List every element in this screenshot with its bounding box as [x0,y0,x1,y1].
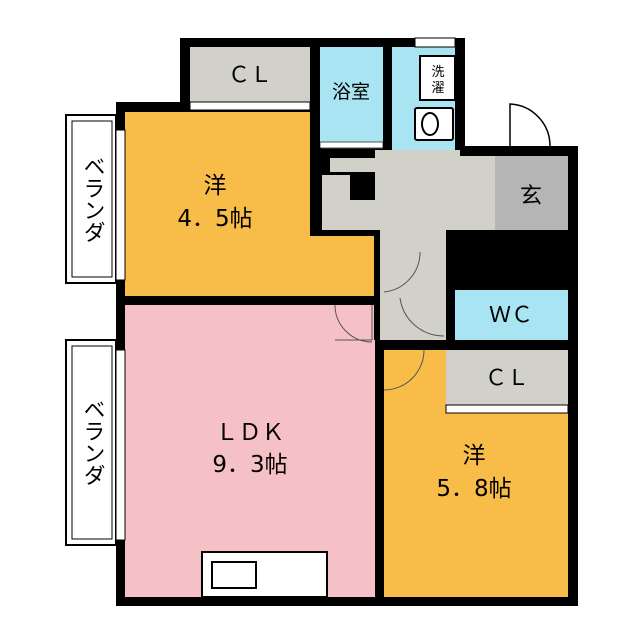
corridor-shade [330,158,375,172]
washbasin-bowl [421,112,439,136]
wall [383,47,392,150]
ldk-door-arc [334,304,373,343]
ldk-size: 9．3帖 [212,452,287,478]
window [115,349,126,541]
ldk-door-swing [335,305,373,341]
ldk-name: ＬＤＫ [216,420,285,446]
western-small-room [125,112,310,296]
closet-top-label: ＣＬ [228,63,272,88]
wc-room [455,290,568,340]
laundry-label-2: 濯 [431,81,444,96]
ldk-room [125,305,375,597]
western-small-name: 洋 [204,173,227,199]
wall [375,340,384,597]
wall [446,230,568,290]
veranda-bottom [65,339,117,546]
laundry-label-1: 洗 [431,65,444,80]
kitchen-sink [211,561,257,589]
wall [374,236,380,340]
closet-right-room-top [446,350,568,405]
wall [310,148,322,236]
wall [384,340,568,350]
corridor [322,150,495,340]
window [414,37,456,48]
entrance-door-swing [509,103,551,147]
veranda-bottom-label: ベランダ [80,398,105,486]
veranda-bottom-inner [71,345,113,540]
western-small-size: 4．5帖 [177,206,252,232]
closet-door-bar [445,404,569,414]
window [115,129,126,281]
bath-label: 浴室 [332,81,370,103]
corridor-door-arc [383,251,421,293]
western-small-room-ext [310,236,374,296]
wall [310,47,320,148]
veranda-top-label: ベランダ [80,155,105,243]
closet-right-label: ＣＬ [485,366,529,391]
closet-top-room [190,47,310,102]
bedroom-door-arc [383,349,425,391]
entrance-label: 玄 [520,184,542,209]
wc-label: ＷＣ [489,303,533,328]
closet-door-bar [189,101,311,111]
veranda-top-inner [71,120,113,278]
wc-door-arc [399,297,445,337]
wall [446,290,455,340]
entrance-room [495,156,568,230]
bath-room [320,47,383,142]
wall [125,296,375,305]
bath-step [319,141,384,149]
western-large-name: 洋 [463,443,486,469]
laundry-box [419,55,456,101]
western-large-size: 5．8帖 [436,476,511,502]
